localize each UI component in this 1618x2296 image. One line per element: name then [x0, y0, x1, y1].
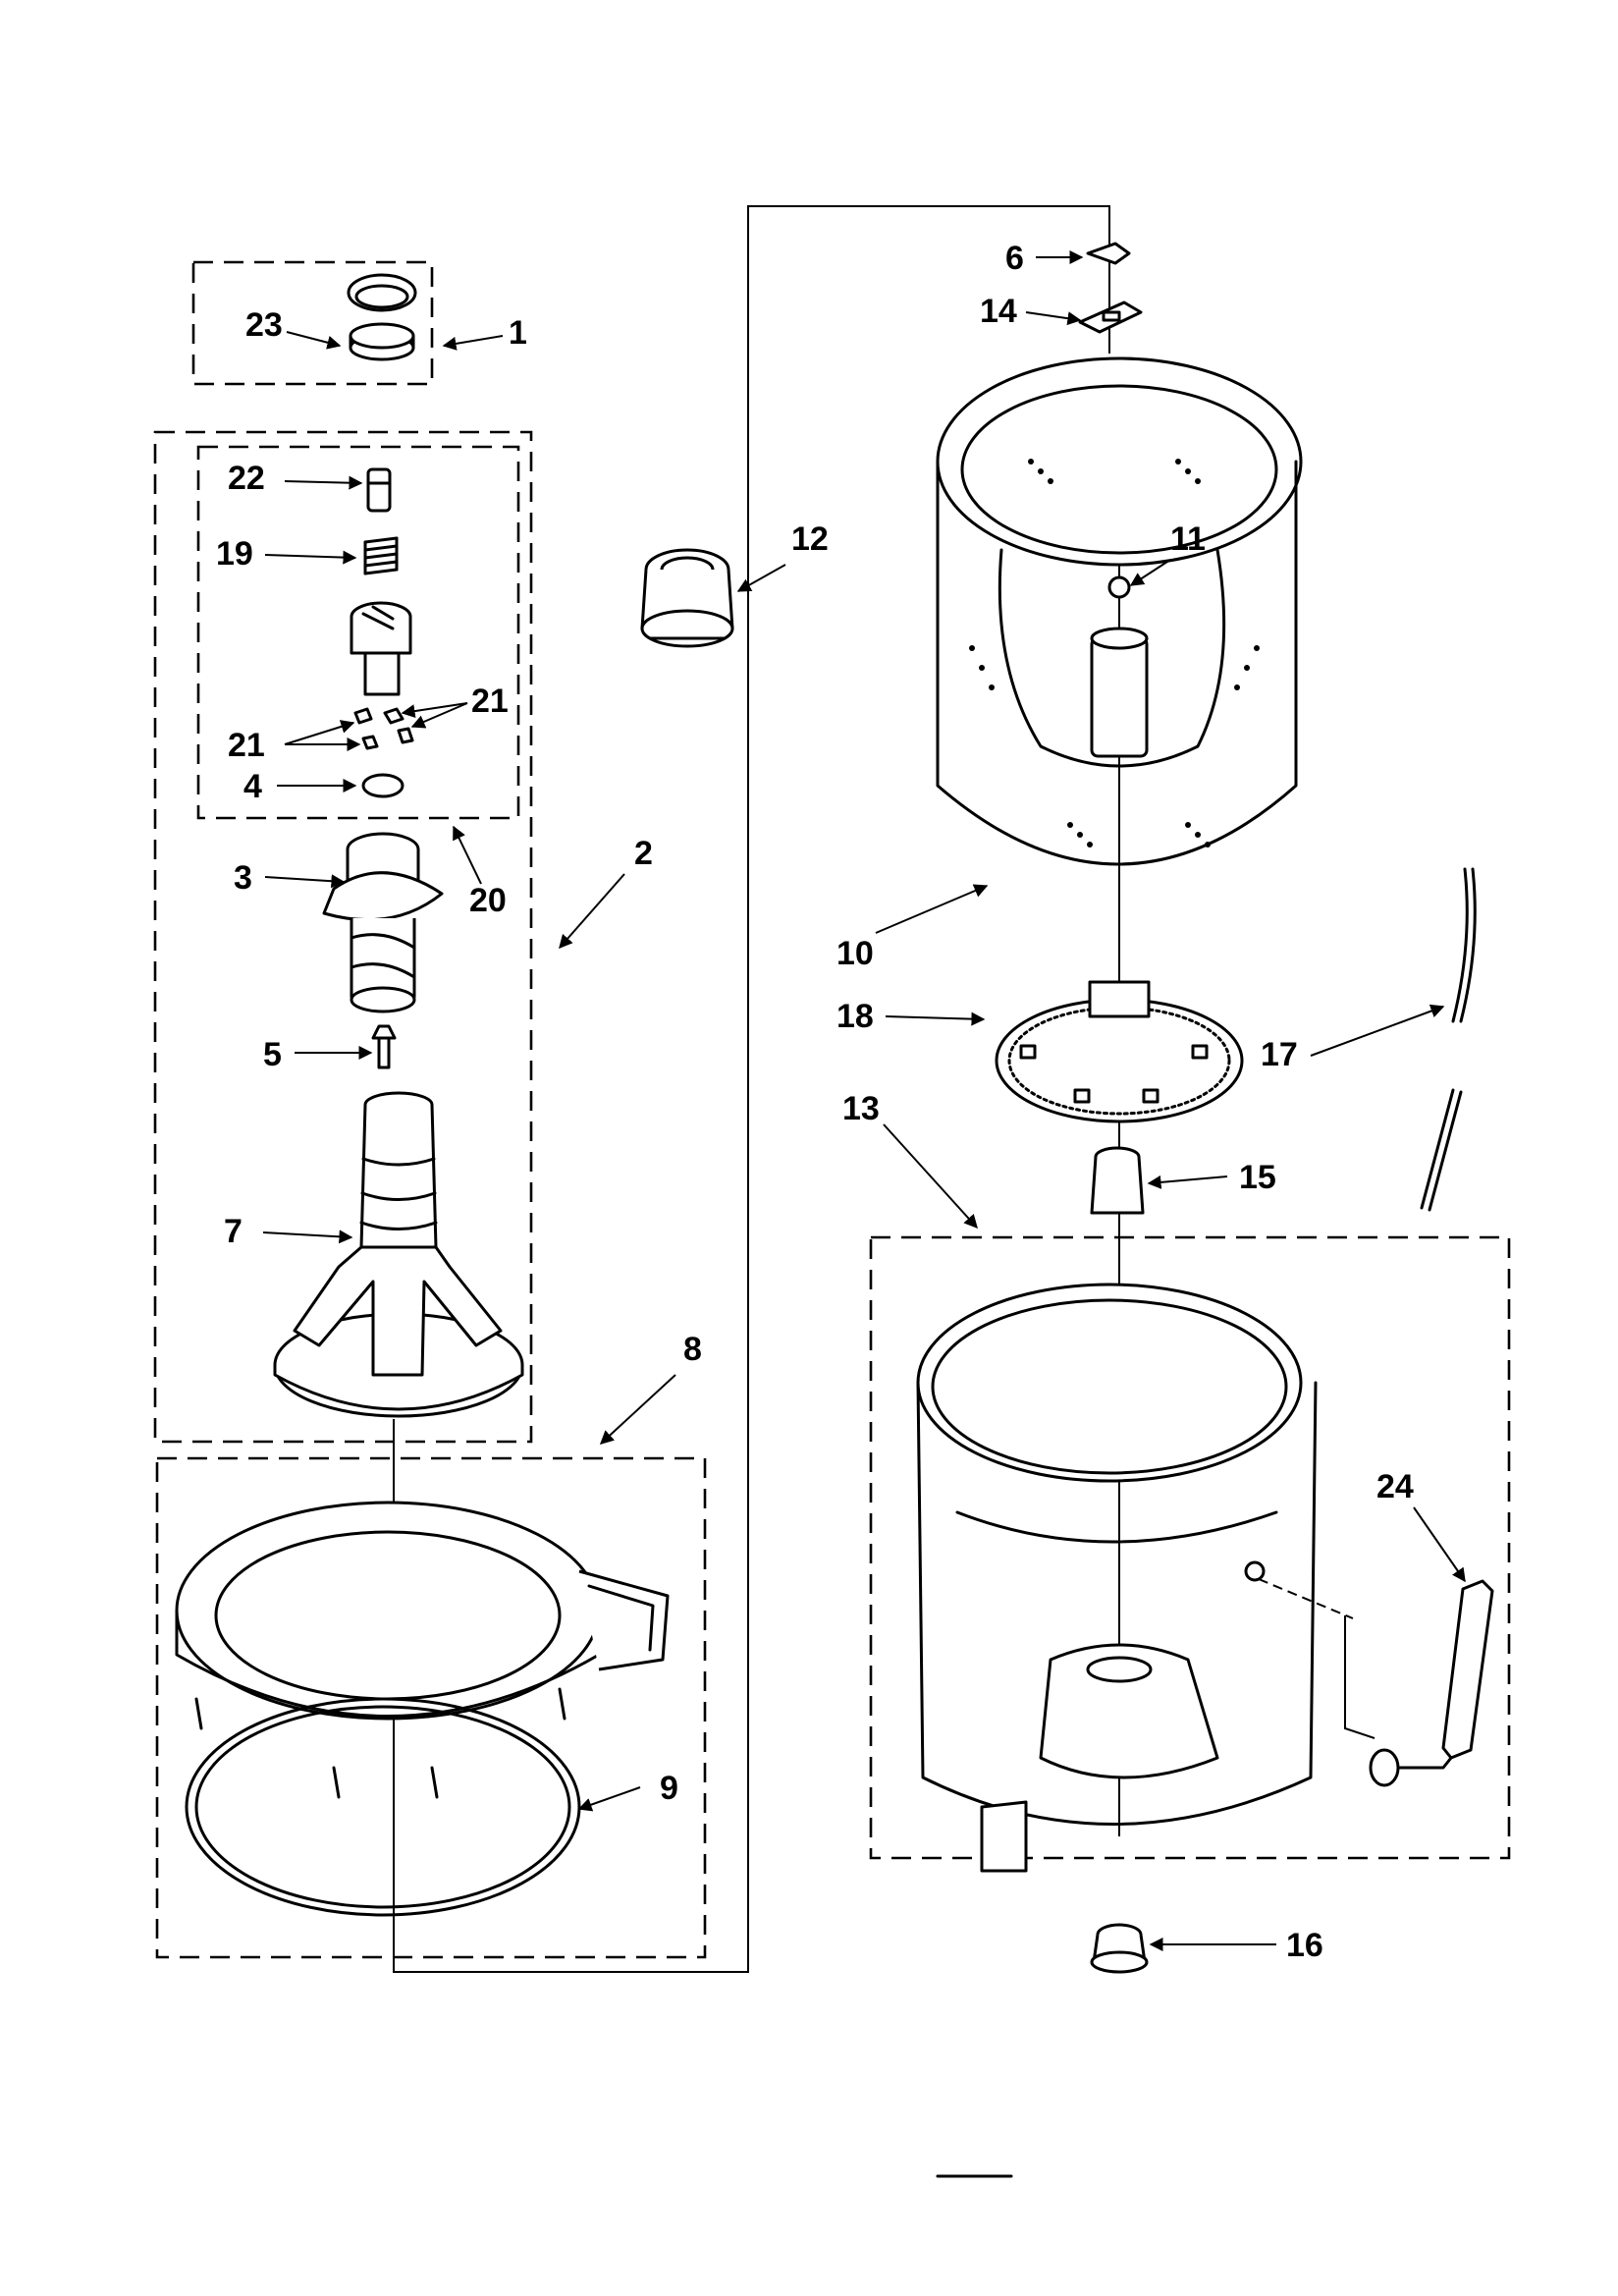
leader-22	[284, 475, 363, 490]
group-box-2	[153, 430, 533, 1444]
part-3-auger	[322, 832, 444, 1013]
part-19-spring	[363, 536, 399, 575]
callout-16: 16	[1286, 1927, 1323, 1964]
part-7-agitator	[273, 1091, 524, 1418]
group-box-20	[196, 445, 520, 820]
part-12-seal	[640, 548, 734, 648]
callout-14: 14	[980, 293, 1017, 330]
callout-18: 18	[836, 998, 874, 1035]
part-24-hose	[1369, 1579, 1494, 1787]
leader-21a-1	[284, 720, 355, 745]
callout-21a: 21	[228, 727, 265, 764]
callout-23: 23	[245, 306, 283, 344]
callout-9: 9	[660, 1770, 678, 1807]
leader-20	[453, 825, 482, 885]
leader-24	[1413, 1506, 1466, 1583]
leader-3	[264, 874, 346, 889]
part-15-coupler	[1090, 1146, 1145, 1215]
leader-19	[264, 550, 357, 565]
callout-22: 22	[228, 460, 265, 497]
callout-2: 2	[634, 835, 653, 872]
group-box-13	[869, 1235, 1511, 1860]
leader-11	[1129, 559, 1171, 586]
leader-14	[1025, 311, 1082, 326]
leader-7	[262, 1230, 353, 1244]
part-21-dogs	[353, 707, 414, 750]
callout-17: 17	[1261, 1036, 1298, 1073]
part-16-cap	[1090, 1923, 1149, 1974]
part-5-bolt	[371, 1024, 397, 1069]
callout-19: 19	[216, 535, 253, 573]
part-14-clip	[1078, 301, 1143, 334]
part-cam-clutch	[350, 601, 412, 696]
callout-6: 6	[1005, 240, 1024, 277]
callout-24: 24	[1376, 1468, 1414, 1505]
part-18-hub	[995, 980, 1244, 1123]
callout-10: 10	[836, 935, 874, 972]
group-box-8	[155, 1456, 707, 1959]
tub-hose-dash	[1258, 1578, 1354, 1619]
callout-5: 5	[263, 1036, 282, 1073]
callout-7: 7	[224, 1213, 243, 1250]
leader-9	[577, 1786, 641, 1812]
leader-23	[286, 331, 342, 350]
connector-line	[393, 205, 1110, 1973]
part-22-cap	[366, 467, 392, 513]
leader-21b-1	[410, 702, 468, 729]
part-10-basket	[936, 356, 1303, 866]
leader-2	[559, 873, 625, 950]
leader-12	[736, 564, 786, 592]
callout-12: 12	[791, 520, 829, 558]
leader-13	[883, 1123, 978, 1230]
callout-8: 8	[683, 1331, 702, 1368]
part-4-ring	[361, 773, 404, 798]
callout-13: 13	[842, 1090, 880, 1127]
leader-10	[875, 884, 989, 934]
callout-3: 3	[234, 859, 252, 897]
leader-1	[442, 335, 504, 351]
callout-11: 11	[1170, 520, 1206, 558]
part-17-hose	[1420, 867, 1477, 1212]
leader-18	[885, 1011, 986, 1026]
part-8-tub-ring	[175, 1501, 670, 1799]
callout-1: 1	[509, 314, 527, 352]
leader-8	[599, 1374, 676, 1445]
callout-20: 20	[469, 882, 507, 919]
callout-15: 15	[1239, 1159, 1276, 1196]
leader-21b-2	[401, 702, 468, 719]
callout-21b: 21	[471, 683, 509, 720]
callout-4: 4	[243, 768, 262, 805]
tub-hose-drop	[1344, 1615, 1375, 1739]
part-13-tub	[916, 1283, 1318, 1873]
part-6-clip	[1086, 242, 1131, 265]
part-cap	[347, 273, 417, 361]
part-9-ring	[185, 1697, 581, 1917]
leader-15	[1147, 1175, 1228, 1189]
leader-17	[1310, 1004, 1445, 1057]
